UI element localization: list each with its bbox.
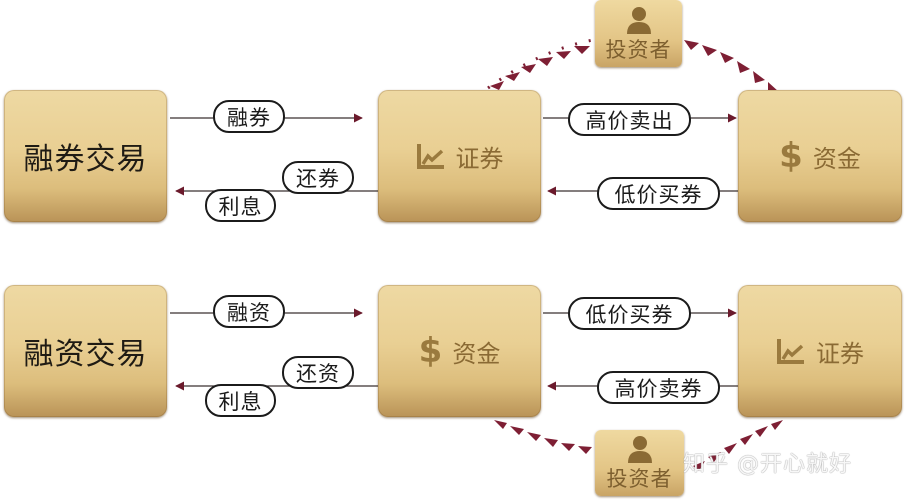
sell-high-pill-bottom: 高价卖券 (597, 371, 720, 404)
securities-lending-label: 融券交易 (23, 142, 148, 177)
watermark: 知乎 @开心就好 (683, 452, 852, 477)
return-funds-pill: 还资 (282, 356, 354, 389)
securities-box-bottom: 证券 (738, 285, 902, 417)
investor-arc-top (490, 40, 779, 94)
investor-box-bottom: 投资者 (595, 430, 684, 496)
borrow-funds-pill: 融资 (213, 295, 285, 328)
margin-financing-box: 融资交易 (4, 285, 167, 417)
margin-financing-label: 融资交易 (23, 337, 148, 372)
dollar-icon: $ (418, 331, 443, 371)
person-icon (627, 436, 652, 463)
interest-pill-top: 利息 (205, 189, 276, 222)
interest-pill-bottom: 利息 (205, 384, 276, 417)
investor-box-top: 投资者 (595, 0, 682, 67)
securities-lending-box: 融券交易 (4, 90, 167, 222)
buy-low-pill-bottom: 低价买券 (568, 297, 691, 330)
dollar-icon: $ (779, 136, 803, 176)
investor-arc-bottom (494, 420, 783, 471)
securities-label: 证券 (816, 339, 864, 368)
buy-low-pill-top: 低价买券 (597, 177, 720, 210)
securities-label: 证券 (455, 144, 504, 173)
securities-box-top: 证券 (378, 90, 541, 222)
person-icon (626, 7, 651, 34)
sell-high-pill: 高价卖出 (568, 103, 691, 136)
borrow-securities-pill: 融券 (213, 100, 285, 133)
investor-label: 投资者 (605, 38, 672, 62)
return-securities-pill: 还券 (282, 161, 354, 194)
investor-label: 投资者 (606, 467, 673, 491)
line-chart-icon (416, 144, 444, 169)
funds-box-top: $ 资金 (738, 90, 902, 222)
funds-label: 资金 (812, 144, 861, 173)
line-chart-icon (777, 339, 804, 364)
funds-label: 资金 (452, 339, 501, 368)
funds-box-bottom: $ 资金 (378, 285, 541, 417)
